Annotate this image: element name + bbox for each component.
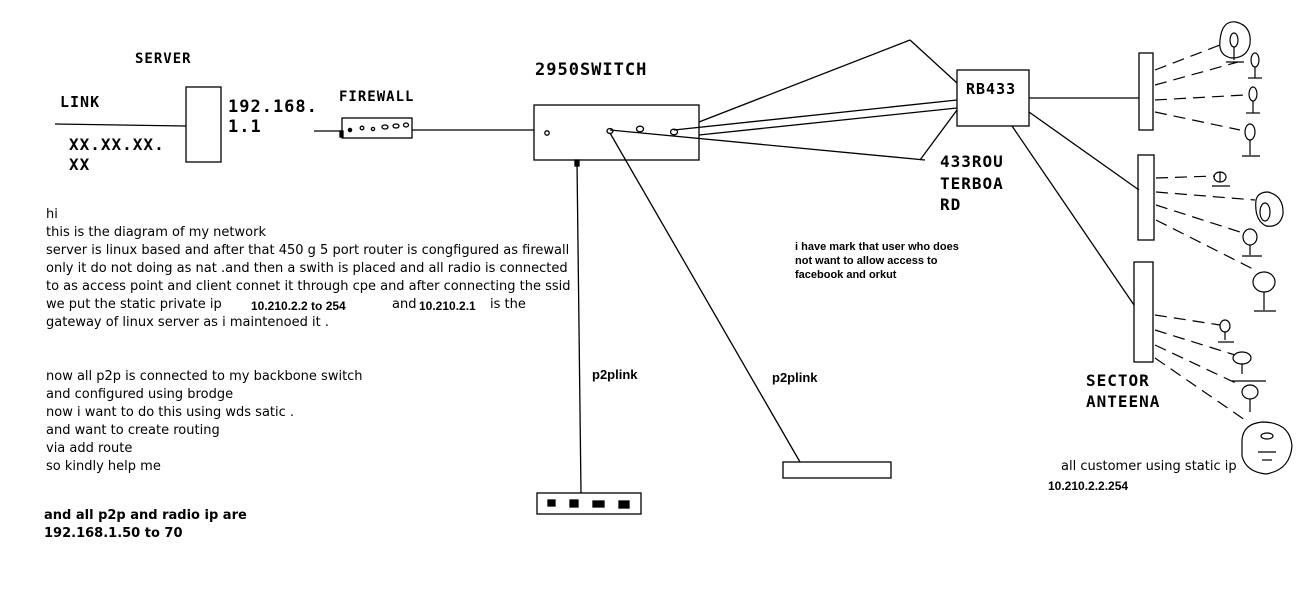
- firewall-device: [339, 117, 413, 139]
- p2p-line: now i want to do this using wds satic .: [46, 405, 295, 420]
- switch-port-2: [606, 127, 614, 135]
- description-line: gateway of linux server as i maintenoed …: [46, 315, 329, 330]
- p2p-left-device: [536, 492, 642, 515]
- server-ip-line2: 1.1: [228, 117, 262, 137]
- switch-box: [533, 104, 700, 161]
- top-rb433-line: [909, 39, 958, 84]
- description-line: only it do not doing as nat .and then a …: [46, 261, 568, 276]
- switch-rb433-line-1: [673, 99, 958, 131]
- description-line: server is linux based and after that 450…: [46, 243, 570, 258]
- server-label: SERVER: [135, 51, 192, 67]
- mark-note-line: not want to allow access to: [795, 255, 938, 267]
- sector-antenna-1: [1138, 52, 1154, 131]
- customers-note: all customer using static ip: [1061, 459, 1237, 474]
- rb433-sector3-line: [1011, 125, 1135, 306]
- p2p-right-device: [782, 461, 892, 479]
- description-line: this is the diagram of my network: [46, 225, 266, 240]
- switch-router-line: [609, 129, 926, 161]
- description-line: we put the static private ip: [46, 297, 222, 312]
- customers-ip: 10.210.2.2.254: [1048, 479, 1129, 493]
- mark-note-line: i have mark that user who does: [795, 241, 959, 253]
- switch-rb433-line-2: [698, 107, 958, 136]
- client-devices: [1212, 21, 1293, 475]
- p2plink-right-label: p2plink: [772, 370, 818, 385]
- sector-antenna-3: [1133, 261, 1154, 363]
- router-board-line3: RD: [940, 195, 962, 214]
- description-text: hi this is the diagram of my network ser…: [46, 206, 571, 332]
- gateway-ip: 10.210.2.1: [419, 299, 476, 313]
- switch-port-4: [669, 128, 679, 136]
- and-word: and: [392, 297, 417, 312]
- link-ip-line2: XX: [69, 155, 91, 174]
- description-line: hi: [46, 207, 58, 222]
- p2p-right-line: [609, 132, 801, 463]
- link-label: LINK: [60, 93, 101, 111]
- p2p-line: so kindly help me: [46, 459, 161, 474]
- switch-top-line: [698, 39, 911, 123]
- p2p-line: via add route: [46, 441, 133, 456]
- p2p-left-line: [576, 161, 582, 494]
- p2plink-left-label: p2plink: [592, 367, 638, 382]
- description-line: to as access point and client connet it …: [46, 279, 571, 294]
- server-ip-line1: 192.168.: [228, 97, 318, 117]
- rb433-label: RB433: [966, 80, 1017, 98]
- rb433-router-line: [919, 109, 958, 161]
- sector-antenna-2: [1137, 154, 1155, 241]
- p2p-text: now all p2p is connected to my backbone …: [46, 368, 363, 476]
- ip-range: 10.210.2.2 to 254: [251, 299, 346, 313]
- router-board-line1: 433ROU: [940, 152, 1004, 171]
- mark-note-line: facebook and orkut: [795, 269, 897, 281]
- sector-label-line2: ANTEENA: [1086, 392, 1161, 411]
- router-board-line2: TERBOA: [940, 174, 1004, 193]
- radio-note: and all p2p and radio ip are 192.168.1.5…: [44, 507, 247, 543]
- switch-port-3: [635, 125, 645, 133]
- switch-label: 2950SWITCH: [535, 60, 648, 80]
- firewall-label: FIREWALL: [339, 89, 415, 105]
- radio-note-line: and all p2p and radio ip are: [44, 508, 247, 523]
- radio-links: [1154, 44, 1256, 421]
- p2p-line: and want to create routing: [46, 423, 220, 438]
- p2p-line: now all p2p is connected to my backbone …: [46, 369, 363, 384]
- mark-note: i have mark that user who does not want …: [795, 240, 959, 282]
- radio-note-line: 192.168.1.50 to 70: [44, 526, 183, 541]
- server-box: [185, 86, 222, 163]
- switch-port-1: [544, 130, 550, 136]
- rb433-sector2-line: [1028, 111, 1140, 191]
- is-the: is the: [490, 297, 526, 312]
- p2p-line: and configured using brodge: [46, 387, 234, 402]
- sector-label-line1: SECTOR: [1086, 371, 1150, 390]
- link-ip-line1: XX.XX.XX.: [69, 135, 165, 154]
- rb433-box: [956, 69, 1030, 127]
- link-line: [54, 123, 187, 127]
